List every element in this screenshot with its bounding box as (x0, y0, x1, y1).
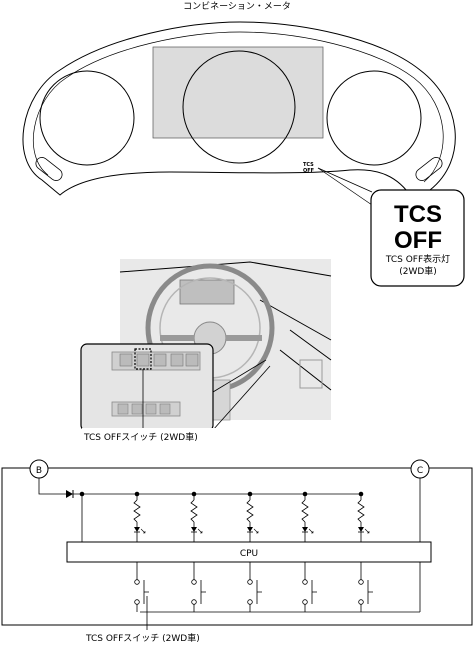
callout-caption-line1: TCS OFF表示灯 (385, 253, 450, 265)
led-branch-2 (190, 491, 203, 542)
cockpit-meter (179, 279, 235, 305)
pushbutton-icon (200, 580, 206, 604)
cluster-outline (22, 21, 456, 199)
switch-contact-bottom (191, 599, 197, 605)
console-line (259, 299, 332, 341)
circuit-diagram: B C CPU TCS OFFスイッチ (2WD車) (1, 459, 473, 644)
switch-branch-4 (302, 562, 317, 612)
tcs-off-switch (136, 353, 150, 367)
door-panel (299, 359, 323, 389)
led-icon (191, 527, 197, 532)
led-emission-icon (364, 528, 370, 534)
switch-branch-3 (247, 562, 262, 612)
led-branch-1 (133, 491, 146, 542)
switch-contact-bottom (302, 599, 308, 605)
switch-contact-top (358, 579, 364, 585)
led-emission-icon (140, 528, 146, 534)
led-branch-4 (301, 491, 314, 542)
resistor-icon (246, 499, 254, 523)
resistor-icon (190, 499, 198, 523)
callout-off-text: OFF (394, 227, 442, 254)
switch-contact-top (191, 579, 197, 585)
led-emission-icon (308, 528, 314, 534)
led-emission-icon (197, 528, 203, 534)
cockpit-figure: TCS OFFスイッチ (2WD車) (80, 259, 332, 443)
switch-contact-bottom (358, 599, 364, 605)
switch-branches (134, 562, 373, 612)
led-branch-3 (246, 491, 259, 542)
lower-switch-3 (145, 403, 157, 415)
cpu-label: CPU (240, 549, 258, 559)
left-gauge (39, 70, 135, 166)
led-branch-5 (357, 491, 370, 542)
switch-contact-top (302, 579, 308, 585)
switch-4 (170, 353, 184, 367)
switch-contact-bottom (134, 599, 140, 605)
left-side-lamp (35, 157, 63, 181)
switch-contact-top (247, 579, 253, 585)
led-icon (302, 527, 308, 532)
dash-top-line (119, 261, 332, 277)
pushbutton-icon (143, 580, 149, 604)
circuit-switch-label: TCS OFFスイッチ (2WD車) (85, 632, 200, 644)
callout-leader-bottom (317, 167, 373, 206)
led-emission-icon (253, 528, 259, 534)
cluster-inner-rim (33, 31, 444, 183)
pushbutton-icon (367, 580, 373, 604)
node-c-label: C (417, 466, 423, 476)
pushbutton-icon (256, 580, 262, 604)
circuit-frame (1, 467, 473, 626)
node-b-label: B (36, 466, 42, 476)
inset-leader-1 (212, 359, 267, 393)
tcs-off-callout-box (370, 189, 465, 287)
callout-tcs-text: TCS (394, 201, 442, 228)
switch-contact-bottom (247, 599, 253, 605)
switch-contact-top (134, 579, 140, 585)
diode-icon (66, 490, 73, 498)
pushbutton-icon (311, 580, 317, 604)
right-side-lamp (415, 157, 443, 181)
combination-meter-figure: コンビネーション・メータ TCS OFF TCS OFF TCS OFF表示灯 … (22, 1, 465, 287)
b-wire (38, 478, 66, 495)
callout-caption-line2: (2WD車) (399, 265, 437, 277)
inset-leader-2 (212, 365, 271, 431)
led-icon (134, 527, 140, 532)
switch-label-bg (82, 428, 222, 442)
switch-branch-2 (191, 562, 206, 612)
lower-switch-2 (131, 403, 143, 415)
resistor-icon (133, 499, 141, 523)
resistor-icon (357, 499, 365, 523)
switch-3 (153, 353, 167, 367)
cluster-indicator-line1: TCS (303, 162, 314, 168)
switch-5 (185, 353, 199, 367)
lower-switch-1 (117, 403, 129, 415)
cpu-box (66, 541, 432, 563)
led-icon (247, 527, 253, 532)
switch-branch-5 (358, 562, 373, 612)
right-gauge (326, 70, 422, 166)
center-display (152, 46, 324, 139)
switch-1 (119, 353, 133, 367)
led-branches (133, 491, 370, 542)
center-gauge (182, 50, 296, 164)
lower-switch-4 (159, 403, 171, 415)
led-icon (358, 527, 364, 532)
callout-leader-top (317, 167, 373, 193)
cluster-indicator-line2: OFF (303, 168, 314, 174)
cockpit-switch-label: TCS OFFスイッチ (2WD車) (83, 431, 198, 443)
switch-branch-1 (134, 562, 149, 612)
resistor-icon (301, 499, 309, 523)
meter-title: コンビネーション・メータ (183, 1, 291, 12)
